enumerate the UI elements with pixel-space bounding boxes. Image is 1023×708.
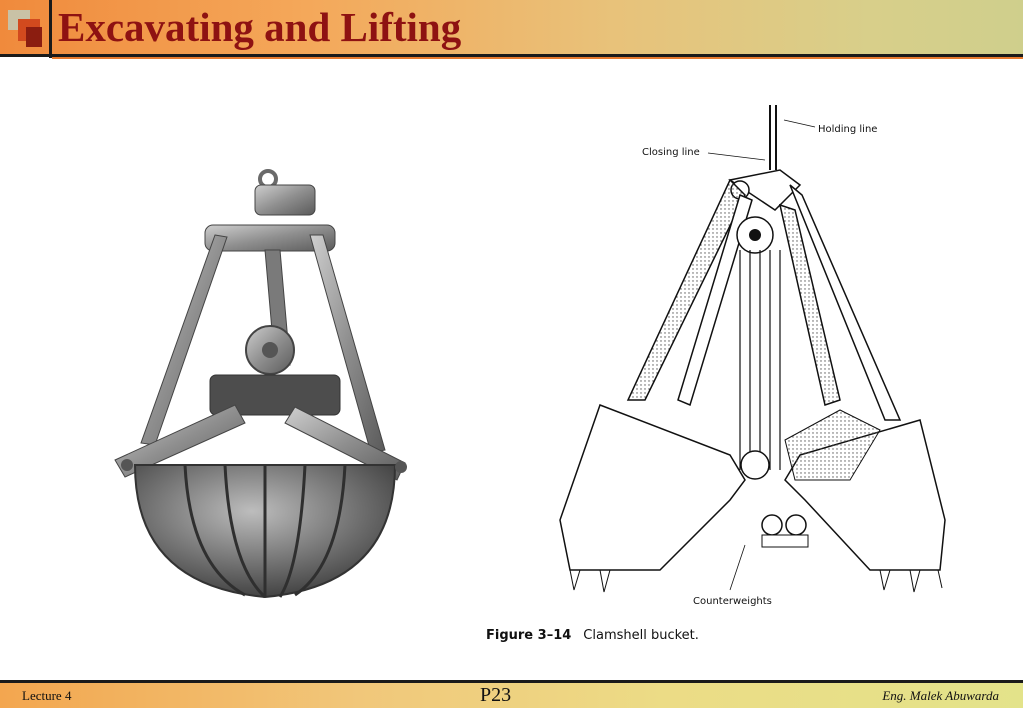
slide-header <box>0 0 1023 56</box>
header-rule <box>0 54 1023 57</box>
label-closing-line: Closing line <box>642 147 700 158</box>
slide-title: Excavating and Lifting <box>58 4 462 50</box>
label-counterweights: Counterweights <box>693 596 772 607</box>
footer-rule <box>0 680 1023 683</box>
header-divider <box>49 0 52 58</box>
figure-number: Figure 3–14 <box>486 628 572 643</box>
logo-squares-icon <box>4 6 48 52</box>
figure-caption: Figure 3–14 Clamshell bucket. <box>486 628 699 643</box>
clamshell-bucket-photo <box>114 169 407 599</box>
footer-author: Eng. Malek Abuwarda <box>882 688 999 703</box>
header-accent-rule <box>52 57 1023 59</box>
figure-caption-text: Clamshell bucket. <box>583 628 699 643</box>
label-holding-line: Holding line <box>818 124 877 135</box>
footer-lecture: Lecture 4 <box>22 688 72 703</box>
footer-page-number: P23 <box>480 684 512 706</box>
clamshell-bucket-diagram: Holding line Closing line Counterweights <box>559 105 946 607</box>
slide-footer <box>0 683 1023 708</box>
